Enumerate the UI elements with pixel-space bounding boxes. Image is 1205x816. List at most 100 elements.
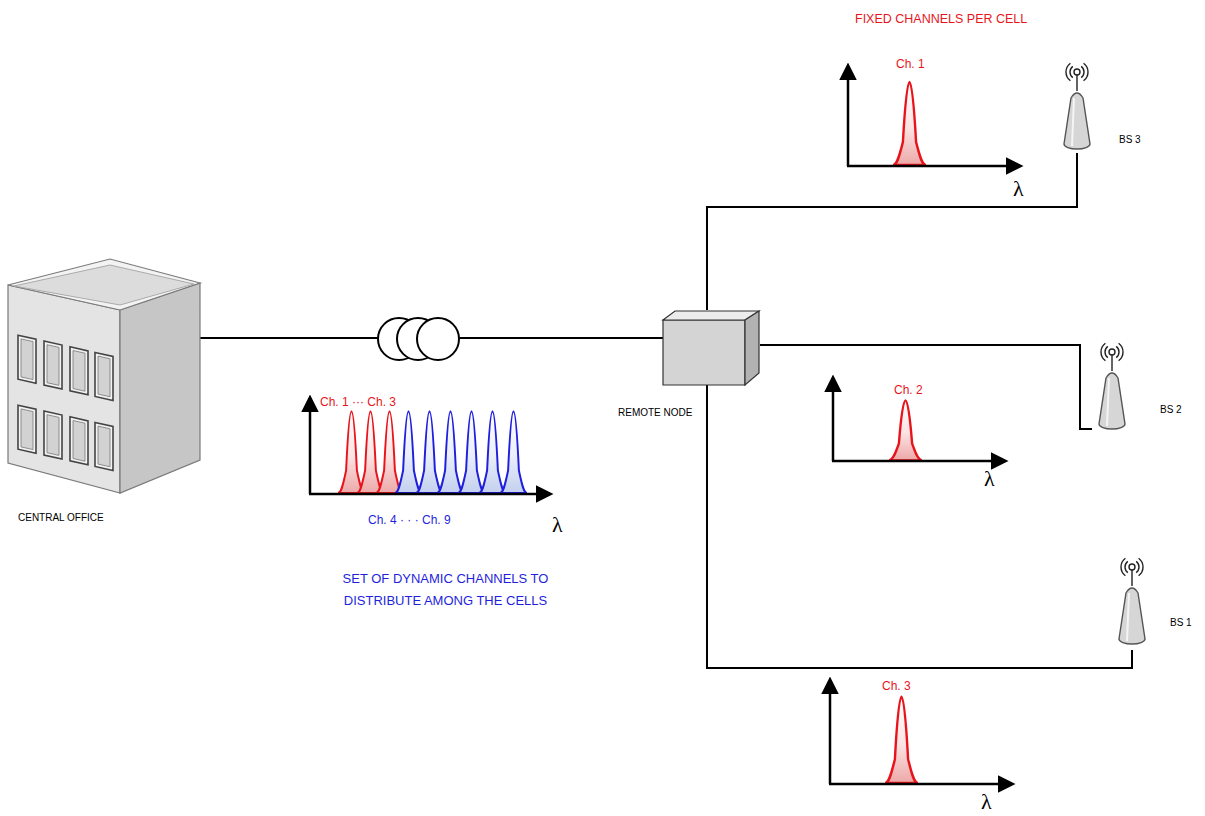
wave-symbol: [1116, 346, 1119, 357]
blue-channel-peaks: [395, 411, 527, 493]
red-channel-peaks: [338, 411, 403, 493]
antenna-icon: [1064, 63, 1090, 149]
remote-node-box: [663, 311, 759, 385]
building-icon: [8, 255, 200, 495]
window-pane: [73, 421, 85, 462]
channel-peak: [416, 411, 443, 493]
axis-label: λ: [552, 512, 563, 538]
antenna-tower: [1119, 588, 1145, 644]
antenna-icon: [1099, 343, 1125, 429]
fiber-link: [707, 385, 1132, 668]
channel-label: Ch. 4 · · · Ch. 9: [368, 513, 451, 527]
channel-label: Ch. 2: [894, 383, 923, 397]
fiber-loop: [417, 318, 459, 360]
building-window: [44, 411, 62, 459]
wave-symbol: [1119, 343, 1123, 361]
channel-peak: [437, 411, 464, 493]
building-illustration: [8, 259, 200, 493]
wave-symbol: [1070, 66, 1073, 77]
building-window: [70, 347, 88, 395]
axis: [309, 493, 550, 496]
channel-peak: [458, 411, 485, 493]
building-face: [120, 283, 200, 493]
antenna-icon: [1112, 553, 1152, 650]
base-station: BS 3: [1057, 58, 1097, 153]
building-roof: [14, 265, 194, 305]
box-icon: [663, 310, 760, 385]
central-office: CENTRAL OFFICE: [8, 255, 200, 495]
channel-label: Ch. 1 ··· Ch. 3: [320, 395, 396, 409]
node-label: REMOTE NODE: [618, 407, 692, 418]
building-roof: [8, 259, 200, 310]
channel-peak: [500, 411, 527, 493]
spectrum-plot: [847, 66, 1020, 166]
building-window: [18, 335, 36, 383]
channel-label: Ch. 1: [896, 57, 925, 71]
box-face: [663, 311, 759, 320]
axis: [309, 398, 312, 494]
fiber-spool: [378, 318, 459, 360]
node-label: BS 1: [1170, 617, 1192, 628]
node-label: BS 2: [1160, 404, 1182, 415]
wave-symbol: [1066, 63, 1070, 81]
channel-peak: [893, 82, 926, 165]
wave-symbol: [1136, 561, 1139, 572]
section-title: FIXED CHANNELS PER CELL: [855, 12, 1027, 26]
channel-label: Ch. 3: [882, 679, 911, 693]
channel-peak: [479, 411, 506, 493]
base-station: BS 2: [1092, 338, 1132, 433]
section-caption: SET OF DYNAMIC CHANNELS TO DISTRIBUTE AM…: [318, 568, 573, 612]
spectrum-plot: [832, 378, 1005, 461]
node-label: CENTRAL OFFICE: [18, 512, 104, 523]
channel-peak: [889, 400, 922, 460]
antenna-icon: [1092, 338, 1132, 433]
wave-symbol: [1139, 558, 1143, 576]
node-label: BS 3: [1119, 134, 1141, 145]
window-pane: [98, 356, 110, 397]
antenna-icon: [1119, 558, 1145, 644]
axis: [832, 460, 1005, 463]
axis-label: λ: [1013, 176, 1024, 202]
wave-symbol: [1084, 63, 1088, 81]
axis: [829, 783, 1012, 786]
spectrum-plot: [309, 398, 550, 494]
wave-symbol: [1081, 66, 1084, 77]
antenna-mast: [1111, 355, 1112, 371]
channel-peak: [376, 411, 403, 493]
building-window: [44, 341, 62, 389]
antenna-mast: [1131, 570, 1132, 586]
tower-highlight: [1127, 593, 1129, 641]
window-pane: [73, 351, 85, 392]
axis-label: λ: [984, 466, 995, 492]
wave-symbol: [1109, 349, 1115, 355]
window-pane: [21, 339, 33, 380]
wave-symbol: [1105, 346, 1108, 357]
antenna-tower: [1064, 93, 1090, 149]
axis: [847, 165, 1020, 168]
fiber-link: [760, 345, 1092, 429]
window-pane: [47, 415, 59, 456]
base-station: BS 1: [1112, 553, 1152, 650]
box-face: [663, 320, 745, 385]
wave-symbol: [1101, 343, 1105, 361]
remote-node: REMOTE NODE: [663, 310, 760, 385]
building-window: [95, 352, 113, 400]
wave-symbol: [1129, 564, 1135, 570]
building-window: [70, 417, 88, 465]
window-pane: [98, 426, 110, 467]
wave-symbol: [1125, 561, 1128, 572]
fiber-link: [707, 153, 1077, 310]
antenna-icon: [1057, 58, 1097, 153]
box-face: [745, 311, 759, 385]
spectrum-plot: [829, 680, 1012, 784]
channel-peak: [885, 697, 918, 783]
axis: [847, 66, 850, 166]
tower-highlight: [1107, 378, 1109, 426]
antenna-mast: [1076, 75, 1077, 91]
window-pane: [47, 345, 59, 386]
wave-symbol: [1121, 558, 1125, 576]
channel-peak: [338, 411, 365, 493]
axis-label: λ: [981, 789, 992, 815]
window-pane: [21, 409, 33, 450]
